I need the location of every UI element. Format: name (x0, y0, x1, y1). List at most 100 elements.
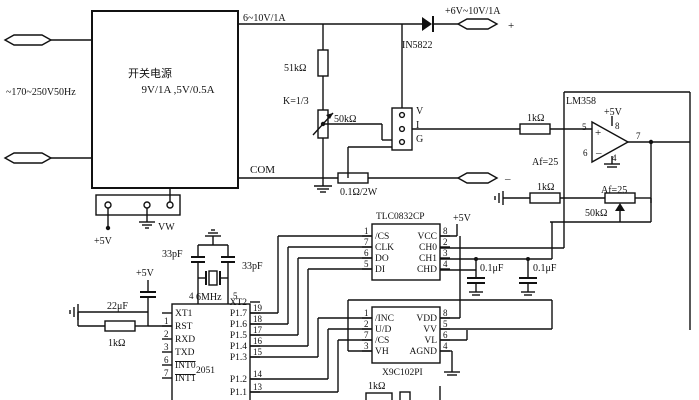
mcu-right-low-pin-number: 14 (253, 369, 263, 379)
ground-xtal (205, 229, 221, 245)
r1k-a-label: 1kΩ (527, 113, 544, 124)
c33pf-a-label: 33pF (162, 249, 183, 260)
mcu-right-pin-name: P1.7 (230, 309, 247, 319)
r51k-label: 51kΩ (284, 63, 306, 74)
pot-right-pin-number: 5 (443, 319, 448, 329)
op-pin5: 5 (582, 122, 587, 132)
r1k-b-label: 1kΩ (537, 182, 554, 193)
adc-left-pin-name: /CS (375, 232, 389, 242)
op-pin7: 7 (636, 131, 641, 141)
mcu-right-pin-name: P1.4 (230, 342, 247, 352)
adc-right-pin-name: CHD (417, 265, 437, 275)
adc-right-pin-name: VCC (417, 232, 437, 242)
xtal-pin4: 4 (189, 291, 194, 301)
af-b-label: Af=25 (601, 185, 627, 196)
ac-input-terminals (3, 34, 92, 164)
mcu-left-pin-number: 7 (164, 368, 169, 378)
shunt-resistor (337, 172, 369, 184)
resistor-1k-d (365, 392, 393, 400)
mcu-right-pin-number: 19 (253, 303, 263, 313)
ground-com (314, 178, 332, 193)
mcu-right-pin-name: P1.5 (230, 331, 247, 341)
r1k-d-label: 1kΩ (368, 381, 385, 392)
capacitor-01uf-b (519, 259, 537, 296)
mcu-left-pin-name: INT1 (175, 374, 196, 384)
pot-left-pin-number: 2 (364, 319, 369, 329)
mcu-left-pin-name: RXD (175, 335, 195, 345)
pot-50k-label: 50kΩ (334, 114, 356, 125)
digipot-x9c102 (371, 306, 441, 364)
minus-sign: – (504, 173, 511, 185)
power-module-title: 开关电源 (128, 66, 172, 80)
mcu-right-pin-name: P1.3 (230, 353, 247, 363)
op-pin8: 8 (615, 121, 620, 131)
resistor-1k-c (104, 320, 136, 332)
op-pin4: 4 (612, 153, 617, 163)
adc-left-pin-number: 5 (364, 259, 369, 269)
adc-left-pin-name: DI (375, 265, 385, 275)
svg-text:+: + (595, 127, 601, 139)
c33pf-b-label: 33pF (242, 261, 263, 272)
c01uf-a-label: 0.1μF (480, 263, 504, 274)
mcu-right-pin-name: P1.6 (230, 320, 247, 330)
pot-right-pin-name: VDD (416, 314, 437, 324)
adc-right-pin-number: 2 (443, 237, 448, 247)
mcu-left-pin-number: 6 (164, 355, 169, 365)
jumper-i-label: I (416, 120, 419, 131)
pot-50k-b-label: 50kΩ (585, 208, 607, 219)
plus5v-b-label: +5V (94, 236, 113, 247)
mcu-left-pin-name: TXD (175, 348, 195, 358)
xtal-pin5: 5 (233, 291, 238, 301)
jumper-vig (391, 107, 413, 151)
adc-left-pin-number: 7 (364, 237, 369, 247)
rail-6-10v-label: 6~10V/1A (243, 13, 286, 24)
reset-vcc-label: +5V (136, 268, 155, 279)
pot-left-pin-number: 7 (364, 330, 369, 340)
com-label: COM (250, 164, 275, 176)
ground-reset (69, 304, 79, 320)
ac-input-label: ~170~250V50Hz (6, 87, 76, 98)
pot-right-pin-number: 8 (443, 308, 448, 318)
mcu-right-low-pin-number: 13 (253, 382, 263, 392)
digipot-name: X9C102PI (382, 368, 423, 378)
capacitor-01uf-a (467, 259, 485, 296)
crystal-6mhz (197, 270, 229, 304)
jumper-v-label: V (416, 106, 424, 117)
mcu-left-pin-number: 3 (164, 342, 169, 352)
adc-right-pin-number: 4 (443, 259, 448, 269)
pot-right-pin-name: VL (424, 336, 437, 346)
pot-left-pin-number: 1 (364, 308, 369, 318)
opamp-lm358 (591, 120, 630, 164)
load-terminal (456, 172, 499, 184)
resistor-51k (317, 49, 329, 77)
pot-right-pin-number: 6 (443, 330, 448, 340)
mcu-left-pin-name: INT0 (175, 361, 196, 371)
dc-output-label: +6V~10V/1A (445, 6, 501, 17)
adc-vcc-label: +5V (453, 213, 472, 224)
mcu-right-pin-number: 18 (253, 314, 263, 324)
switching-power-module (91, 10, 239, 189)
diode-label: IN5822 (402, 40, 433, 51)
adc-left-pin-number: 6 (364, 248, 369, 258)
mcu-right-pin-name: XT2 (230, 298, 248, 308)
pot-left-pin-name: /CS (375, 336, 389, 346)
pot-left-pin-name: VH (375, 347, 389, 357)
resistor-1k-b (529, 192, 561, 204)
diode-in5822 (402, 16, 458, 32)
mcu-right-pin-number: 17 (253, 325, 263, 335)
adc-left-pin-name: CLK (375, 243, 394, 253)
xtal-label: 6MHz (196, 292, 222, 303)
c22uf-label: 22μF (107, 301, 128, 312)
power-module-spec: 9V/1A ,5V/0.5A (141, 84, 214, 96)
adc-right-pin-name: CH1 (419, 254, 437, 264)
vw-label: VW (158, 222, 175, 233)
af-a-label: Af=25 (532, 157, 558, 168)
adc-tlc0832 (371, 223, 441, 281)
adc-right-pin-number: 3 (443, 248, 448, 258)
pot-left-pin-number: 3 (364, 341, 369, 351)
mcu-right-low-pin-name: P1.1 (230, 388, 247, 398)
pot-right-pin-number: 4 (443, 341, 448, 351)
pot-right-pin-name: VV (423, 325, 437, 335)
mcu-2051 (171, 303, 251, 400)
